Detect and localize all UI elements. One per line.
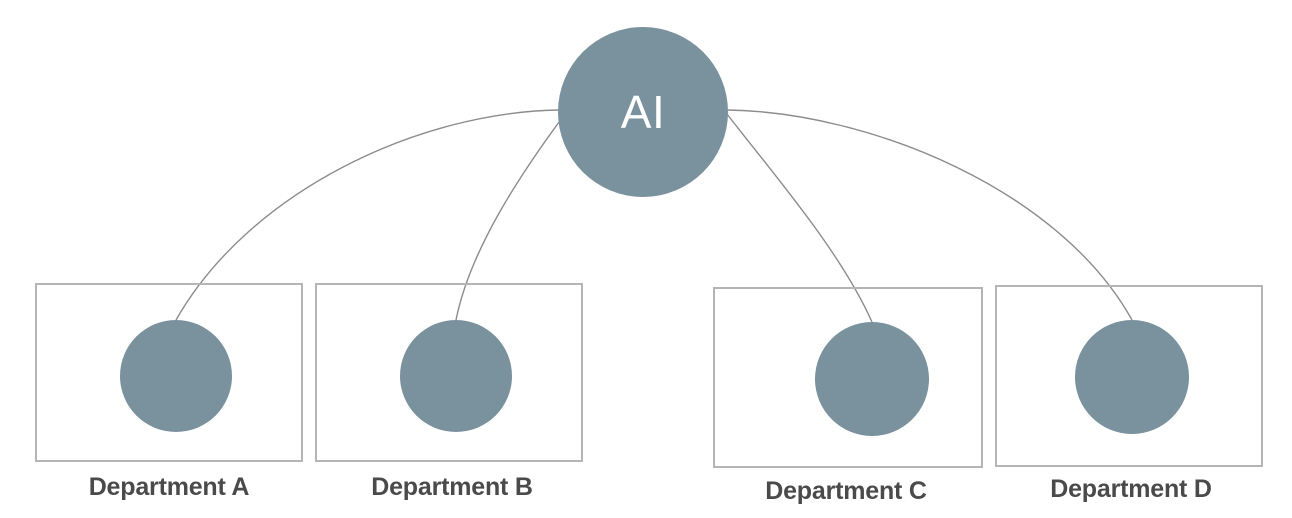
department-label-b: Department B: [371, 473, 533, 501]
hub-node-ai[interactable]: AI: [558, 27, 728, 197]
department-node-a[interactable]: [120, 320, 232, 432]
department-node-d[interactable]: [1075, 320, 1189, 434]
department-label-a: Department A: [88, 473, 250, 501]
department-label-c: Department C: [765, 477, 927, 505]
department-node-c[interactable]: [815, 322, 929, 436]
hub-node-label: AI: [620, 86, 666, 138]
department-box-c[interactable]: [713, 287, 983, 468]
department-label-d: Department D: [1050, 475, 1212, 503]
department-box-d[interactable]: [995, 285, 1263, 467]
department-box-a[interactable]: [35, 283, 303, 462]
department-box-b[interactable]: [315, 283, 583, 462]
department-node-b[interactable]: [400, 320, 512, 432]
